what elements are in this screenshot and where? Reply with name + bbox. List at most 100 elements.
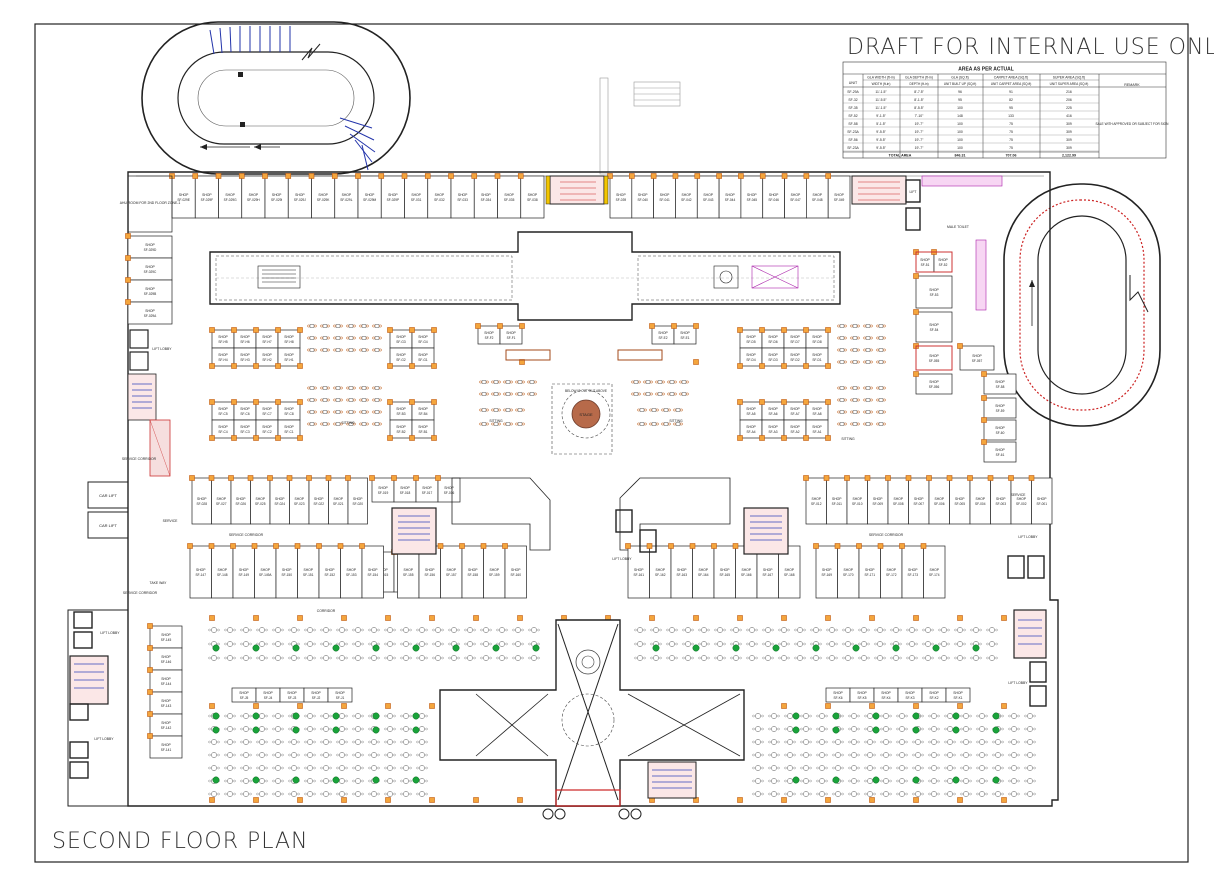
seat-table	[852, 324, 858, 328]
shop-number: SF-162	[655, 573, 666, 577]
shop-caption: SHOP	[145, 309, 155, 313]
dining-chair	[297, 792, 300, 796]
shop-caption: SHOP	[768, 335, 778, 339]
shop-number: SF-C8	[284, 412, 293, 416]
column-marker	[253, 363, 259, 369]
service-label-left: SERVICE	[163, 519, 179, 523]
column-marker	[228, 475, 234, 481]
dining-chair	[528, 628, 531, 632]
seat-chair	[359, 324, 362, 328]
dining-table	[307, 641, 313, 647]
dining-chair	[937, 779, 940, 783]
dining-chair	[835, 656, 838, 660]
dining-chair	[953, 766, 956, 770]
seat-chair	[346, 348, 349, 352]
shop-caption: SHOP	[698, 568, 708, 572]
dining-chair	[864, 740, 867, 744]
service-corridor-label-left: SERVICE CORRIDOR	[122, 457, 157, 461]
seat-chair	[510, 408, 513, 412]
area-table-cell: 100	[957, 106, 963, 110]
dining-chair	[537, 642, 540, 646]
shop-caption: SHOP	[746, 353, 756, 357]
shop-number: SF-D1	[812, 358, 821, 362]
seat-chair	[479, 380, 482, 384]
shop-caption: SHOP	[240, 353, 250, 357]
dining-chair	[249, 727, 252, 731]
dining-table	[275, 791, 281, 797]
column-marker	[431, 435, 437, 441]
column-marker	[369, 475, 375, 481]
dining-table	[995, 752, 1001, 758]
dining-chair	[265, 628, 268, 632]
dining-chair	[249, 656, 252, 660]
shop-caption: SHOP	[843, 568, 853, 572]
dining-chair	[272, 766, 275, 770]
seat-chair	[857, 336, 860, 340]
dining-chair	[752, 740, 755, 744]
dining-chair	[889, 792, 892, 796]
shop-number: SF-022	[314, 502, 325, 506]
shop-number: SF-G4	[418, 340, 428, 344]
seat-table	[639, 408, 645, 412]
shop-caption: SHOP	[218, 425, 228, 429]
shop-number: SF-K1	[953, 696, 962, 700]
dining-chair	[208, 753, 211, 757]
dining-chair	[650, 656, 653, 660]
seat-chair	[837, 386, 840, 390]
dining-table	[435, 641, 441, 647]
shop-number: SF-G3	[396, 340, 406, 344]
seat-chair	[844, 398, 847, 402]
dining-table	[963, 739, 969, 745]
dining-chair	[377, 740, 380, 744]
seat-table	[517, 408, 523, 412]
seat-table	[335, 410, 341, 414]
seat-chair	[876, 360, 879, 364]
dining-chair	[883, 656, 886, 660]
dining-chair	[313, 792, 316, 796]
planter-marker	[292, 726, 300, 734]
planter-marker	[532, 644, 540, 652]
dining-table	[419, 713, 425, 719]
seat-chair	[333, 336, 336, 340]
column-marker	[825, 435, 831, 441]
dining-table	[867, 713, 873, 719]
shop-caption: SHOP	[161, 699, 171, 703]
dining-table	[435, 627, 441, 633]
dining-table	[765, 641, 771, 647]
area-table-cell: 309	[1066, 146, 1072, 150]
column-marker	[737, 435, 743, 441]
shop-caption: SHOP	[852, 497, 862, 501]
dining-chair	[409, 766, 412, 770]
column-marker	[759, 173, 766, 179]
shop-number: SF-010	[852, 502, 863, 506]
shop-caption: SHOP	[218, 407, 228, 411]
seat-chair	[850, 348, 853, 352]
column-marker	[253, 399, 259, 405]
dining-chair	[905, 792, 908, 796]
dining-chair	[489, 628, 492, 632]
seat-table	[878, 324, 884, 328]
dining-chair	[643, 628, 646, 632]
dining-chair	[755, 656, 758, 660]
dining-chair	[803, 628, 806, 632]
column-marker	[803, 435, 809, 441]
dining-chair	[864, 792, 867, 796]
seat-chair	[379, 398, 382, 402]
dining-table	[291, 627, 297, 633]
dining-chair	[1033, 714, 1036, 718]
shop-number: SF-142	[161, 726, 172, 730]
column-marker	[341, 797, 347, 803]
dining-chair	[512, 642, 515, 646]
dining-chair	[217, 766, 220, 770]
dining-table	[931, 765, 937, 771]
dining-chair	[240, 656, 243, 660]
seat-chair	[314, 410, 317, 414]
column-marker	[693, 323, 699, 329]
dining-chair	[393, 714, 396, 718]
dining-chair	[320, 740, 323, 744]
seat-chair	[637, 408, 640, 412]
seat-chair	[327, 336, 330, 340]
dining-table	[259, 627, 265, 633]
dining-table	[717, 627, 723, 633]
